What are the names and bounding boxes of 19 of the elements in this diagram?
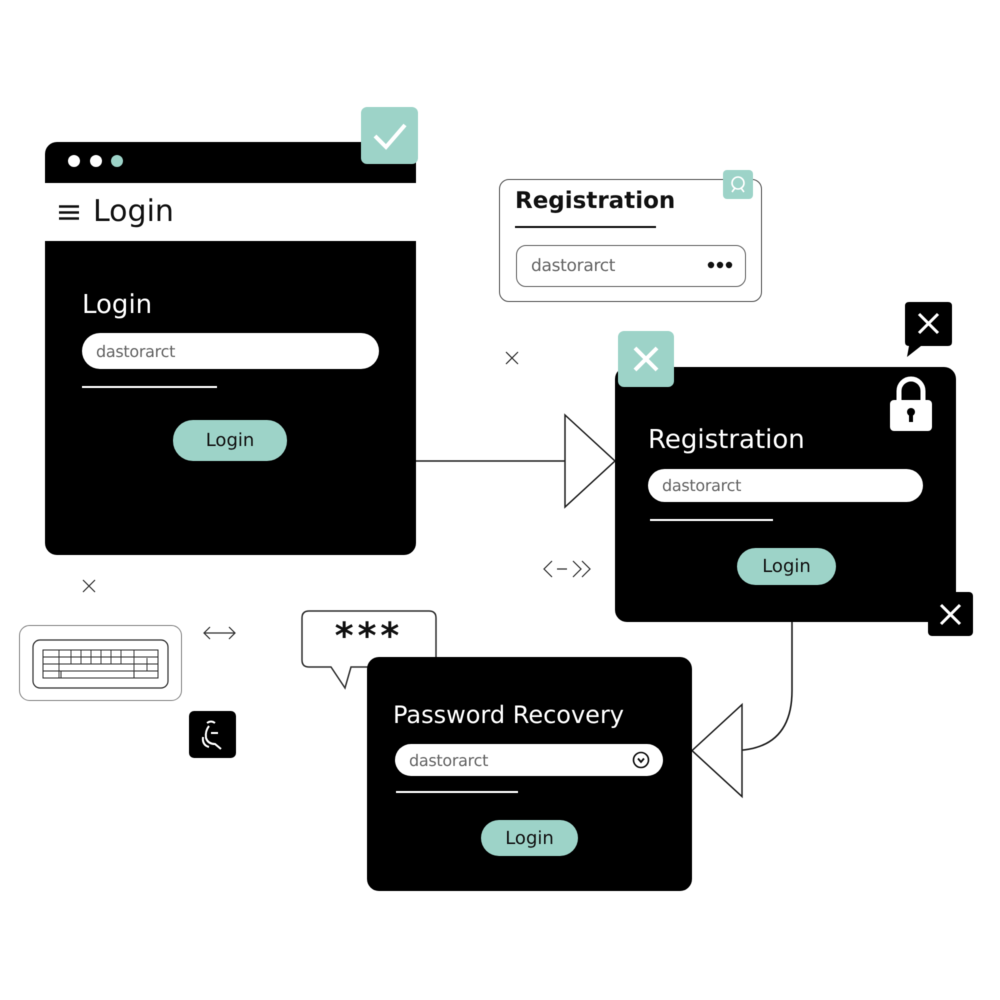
- password-mask: ***: [334, 616, 404, 657]
- form-heading: Registration: [648, 425, 805, 455]
- form-heading: Password Recovery: [393, 701, 624, 729]
- login-button: Login: [481, 820, 578, 856]
- registration-window: [615, 367, 956, 622]
- arrow: [416, 414, 616, 508]
- password-recovery-window: [367, 657, 692, 891]
- form-heading: Registration: [515, 188, 676, 214]
- input-field: dastorarct: [648, 469, 923, 502]
- input-field: dastorarct: [516, 245, 746, 287]
- input-field: dastorarct: [82, 333, 379, 369]
- login-window: [45, 142, 416, 555]
- arrow: [691, 622, 793, 798]
- login-button: Login: [737, 548, 836, 585]
- window-title: Login: [93, 194, 174, 229]
- input-field: dastorarct: [395, 744, 663, 776]
- form-heading: Login: [82, 290, 152, 320]
- login-button: Login: [173, 420, 287, 461]
- registration-card: [499, 179, 762, 302]
